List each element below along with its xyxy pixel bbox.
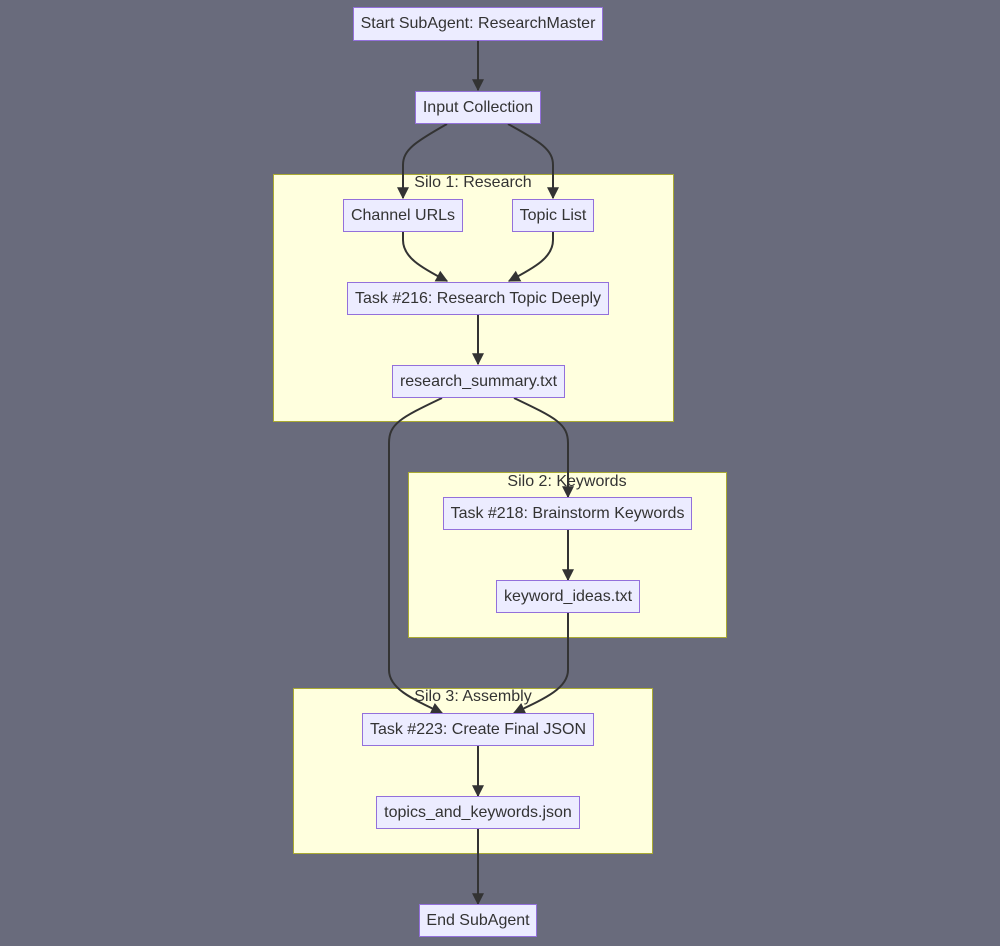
node-keyword-ideas: keyword_ideas.txt (496, 580, 640, 613)
silo-research-label: Silo 1: Research (414, 174, 532, 191)
node-research-summary: research_summary.txt (392, 365, 565, 398)
edge-input-to-topic-list (507, 123, 559, 200)
node-start: Start SubAgent: ResearchMaster (353, 7, 603, 41)
silo-keywords-label: Silo 2: Keywords (507, 473, 627, 490)
node-input-collection: Input Collection (415, 91, 541, 124)
node-end: End SubAgent (419, 904, 537, 937)
node-channel-urls: Channel URLs (343, 199, 463, 232)
edge-research-summary-to-task218 (513, 397, 574, 499)
node-topic-list: Topic List (512, 199, 594, 232)
edge-topic-list-to-task216 (507, 232, 554, 282)
edge-channel-urls-to-task216 (402, 232, 449, 282)
edge-keyword-ideas-to-task223 (512, 613, 569, 714)
silo-assembly-label: Silo 3: Assembly (414, 688, 532, 705)
edge-input-to-channel-urls (397, 123, 448, 200)
node-task-218: Task #218: Brainstorm Keywords (443, 497, 692, 530)
node-task-223: Task #223: Create Final JSON (362, 713, 594, 746)
node-task-216: Task #216: Research Topic Deeply (347, 282, 609, 315)
edge-research-summary-to-task223 (388, 397, 444, 714)
node-topics-and-keywords: topics_and_keywords.json (376, 796, 580, 829)
